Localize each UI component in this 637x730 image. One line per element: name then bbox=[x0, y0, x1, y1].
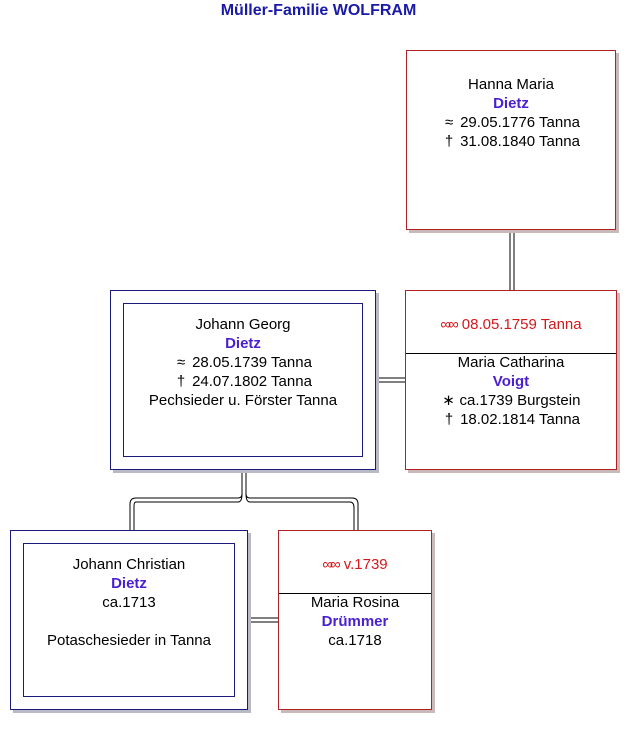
surname: Voigt bbox=[492, 373, 530, 390]
asterisk-icon: ∗ bbox=[442, 392, 455, 409]
surname: Dietz bbox=[225, 335, 261, 352]
surname: Dietz bbox=[111, 575, 147, 592]
cross-icon: † bbox=[444, 133, 454, 150]
given-name: Johann Georg bbox=[195, 316, 291, 333]
marriage-line: ∞∞08.05.1759 Tanna bbox=[440, 316, 582, 333]
chart-title: Müller-Familie WOLFRAM bbox=[220, 2, 417, 19]
baptism-line: ≈28.05.1739 Tanna bbox=[123, 353, 363, 372]
card-inner-border bbox=[23, 543, 235, 697]
blank-line bbox=[23, 612, 235, 631]
person-card-maria-catharina[interactable]: ∞∞08.05.1759 Tanna Maria Catharina Voigt… bbox=[405, 290, 617, 470]
approx-icon: ≈ bbox=[176, 354, 186, 371]
card-divider bbox=[279, 593, 431, 594]
person-card-johann-christian[interactable]: Johann Christian Dietz ca.1713 Potasches… bbox=[10, 530, 248, 710]
date-line: ca.1713 bbox=[102, 594, 156, 611]
occupation: Potaschesieder in Tanna bbox=[46, 632, 211, 649]
surname: Drümmer bbox=[321, 613, 389, 630]
given-name: Hanna Maria bbox=[468, 76, 554, 93]
card-divider bbox=[406, 353, 616, 354]
given-name: Maria Catharina bbox=[457, 354, 565, 371]
connector-mother-right-2 bbox=[245, 493, 359, 530]
cross-icon: † bbox=[176, 373, 186, 390]
given-name: Johann Christian bbox=[72, 556, 186, 573]
cross-icon: † bbox=[444, 411, 454, 428]
death-line: †31.08.1840 Tanna bbox=[407, 132, 615, 151]
birth-line: ∗ca.1739 Burgstein bbox=[442, 392, 581, 409]
marriage-line: ∞∞v.1739 bbox=[322, 556, 388, 573]
death-line: †18.02.1814 Tanna bbox=[406, 410, 616, 429]
connector-father-left-2 bbox=[133, 493, 243, 530]
connector-mother-right bbox=[245, 470, 355, 530]
death-line: †24.07.1802 Tanna bbox=[123, 372, 363, 391]
person-card-hanna-maria[interactable]: Hanna Maria Dietz ≈29.05.1776 Tanna †31.… bbox=[406, 50, 616, 230]
rings-icon: ∞∞ bbox=[322, 556, 340, 573]
connector-father-left bbox=[129, 470, 243, 530]
approx-icon: ≈ bbox=[444, 114, 454, 131]
surname: Dietz bbox=[493, 95, 529, 112]
date-line: ca.1718 bbox=[328, 632, 382, 649]
given-name: Maria Rosina bbox=[310, 594, 400, 611]
occupation: Pechsieder u. Förster Tanna bbox=[148, 392, 338, 409]
baptism-line: ≈29.05.1776 Tanna bbox=[407, 113, 615, 132]
person-card-maria-rosina[interactable]: ∞∞v.1739 Maria Rosina Drümmer ca.1718 bbox=[278, 530, 432, 710]
person-card-johann-georg[interactable]: Johann Georg Dietz ≈28.05.1739 Tanna †24… bbox=[110, 290, 376, 470]
rings-icon: ∞∞ bbox=[440, 316, 458, 333]
card-inner-border bbox=[123, 303, 363, 457]
